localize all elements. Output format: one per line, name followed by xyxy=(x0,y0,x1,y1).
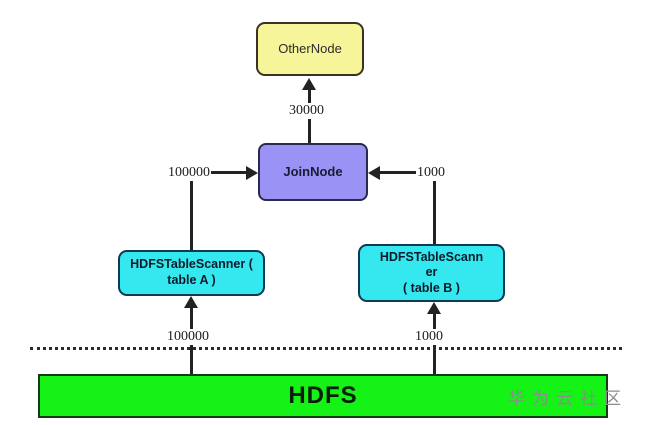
edge-label-hdfs-to-scan-b: 1000 xyxy=(414,329,444,345)
edge-scan-b-to-join-run xyxy=(380,171,434,174)
node-scanner-table-b[interactable]: HDFSTableScann er ( table B ) xyxy=(358,244,505,302)
edge-scan-b-to-join-arrowhead xyxy=(368,166,380,180)
edge-hdfs-to-scan-b-arrowhead xyxy=(427,302,441,314)
node-other[interactable]: OtherNode xyxy=(256,22,364,76)
node-hdfs[interactable]: HDFS xyxy=(38,374,608,418)
node-hdfs-label: HDFS xyxy=(288,382,358,409)
edge-label-scan-b-to-join: 1000 xyxy=(416,165,446,181)
edge-join-to-other-arrowhead xyxy=(302,78,316,90)
edge-label-hdfs-to-scan-a: 100000 xyxy=(166,329,210,345)
edge-scan-a-to-join-run xyxy=(190,171,246,174)
edge-scan-a-to-join-arrowhead xyxy=(246,166,258,180)
node-scanner-table-a-label: HDFSTableScanner ( table A ) xyxy=(130,257,253,287)
node-scanner-table-a[interactable]: HDFSTableScanner ( table A ) xyxy=(118,250,265,296)
edge-scan-b-to-join-riser xyxy=(433,172,436,244)
watermark-text: 华为云社区 xyxy=(508,389,628,409)
edge-label-scan-a-to-join: 100000 xyxy=(167,165,211,181)
node-scanner-table-b-label: HDFSTableScann er ( table B ) xyxy=(379,249,484,295)
edge-label-join-to-other: 30000 xyxy=(288,103,325,119)
edge-hdfs-to-scan-a-arrowhead xyxy=(184,296,198,308)
node-join[interactable]: JoinNode xyxy=(258,143,368,201)
node-other-label: OtherNode xyxy=(278,40,342,56)
dotted-separator xyxy=(30,347,622,350)
node-join-label: JoinNode xyxy=(283,163,343,179)
edge-scan-a-to-join-riser xyxy=(190,172,193,250)
